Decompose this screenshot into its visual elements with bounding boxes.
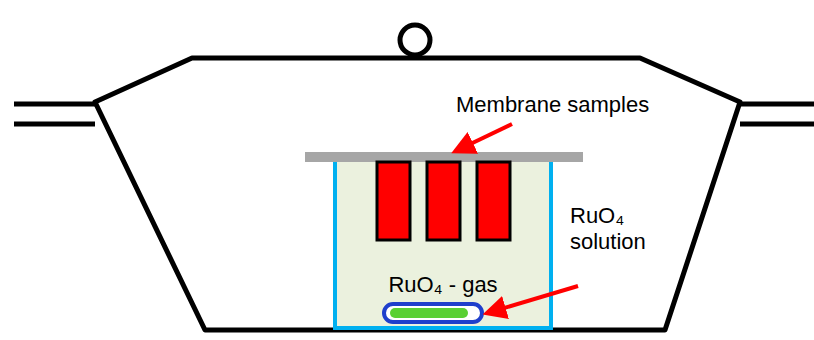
leader-arrow [494,286,578,311]
handle-line [740,122,814,127]
handle-line [14,122,95,127]
vial-liquid [390,308,468,318]
vial [384,304,482,322]
desiccator-outline [95,58,740,330]
membrane-sample [377,162,410,240]
membrane-sample [477,162,510,240]
membrane-sample [427,162,460,240]
callout-label: RuO₄ solution [570,203,680,255]
leader-arrow [462,124,512,148]
handle-line [14,102,95,107]
handle-line [740,102,814,107]
lid-knob [400,25,430,55]
callout-label: Membrane samples [456,92,649,118]
beaker-region: RuO₄ - gas [337,162,549,328]
gas-label: RuO₄ - gas [337,272,549,298]
